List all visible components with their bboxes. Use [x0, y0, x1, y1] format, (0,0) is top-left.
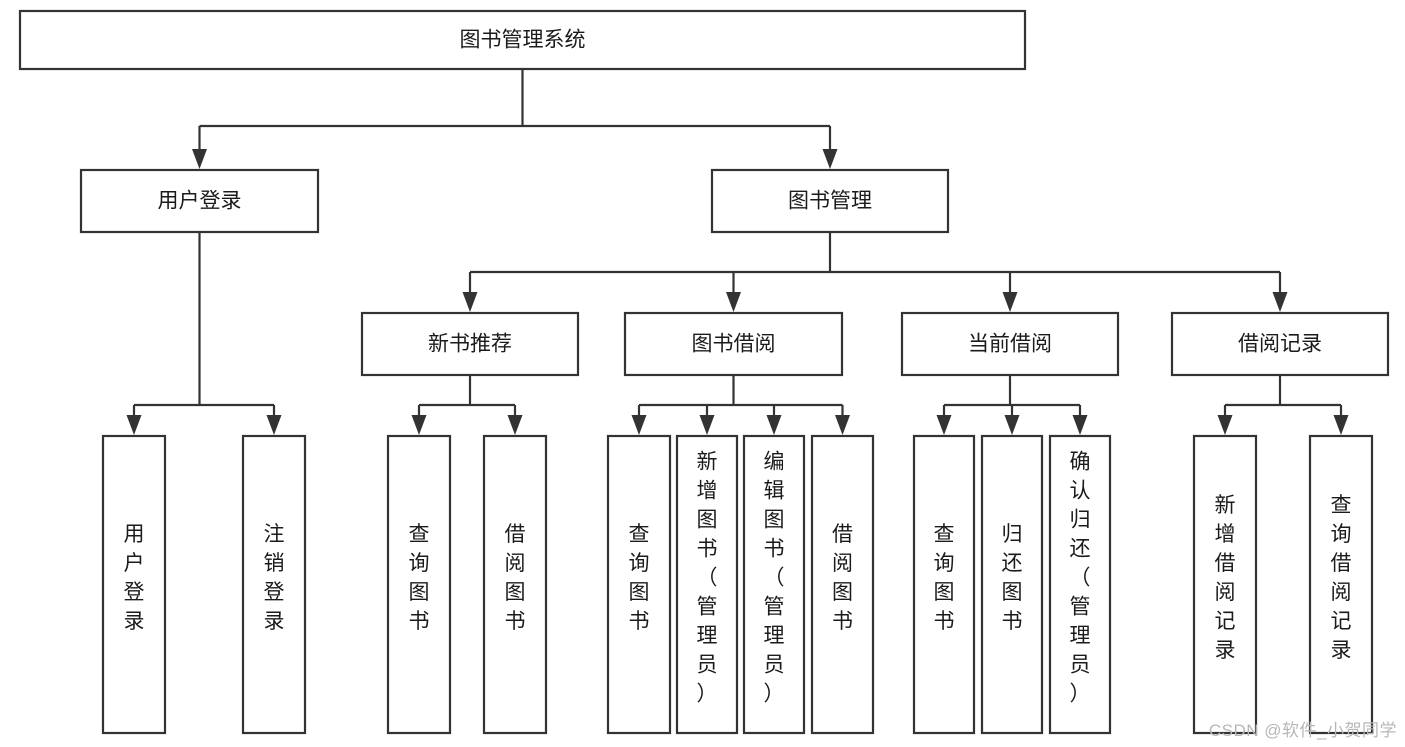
node-box [79, 168, 320, 234]
node-box [241, 434, 307, 735]
node-label: 新书推荐 [428, 333, 512, 356]
node-label: 用户登录 [124, 523, 145, 633]
node-box [912, 434, 976, 735]
node-box [386, 434, 452, 735]
node-new-book-recommend[interactable]: 新书推荐 [360, 311, 580, 377]
node-label: 新增借阅记录 [1215, 494, 1236, 662]
connector-layer [126, 69, 1349, 435]
node-leaf-logout-login[interactable]: 注销登录 [241, 434, 307, 735]
node-book-borrow[interactable]: 图书借阅 [623, 311, 844, 377]
node-box [900, 311, 1120, 377]
node-leaf-query-book-2[interactable]: 查询图书 [606, 434, 672, 735]
node-label: 查询图书 [409, 523, 430, 633]
node-box [980, 434, 1044, 735]
connector-group [126, 232, 282, 435]
connector-group [462, 232, 1288, 312]
node-box [1192, 434, 1258, 735]
node-label: 新增图书（管理员） [697, 451, 718, 706]
connector-group [631, 375, 850, 435]
watermark-label: CSDN @软件_小贺同学 [1208, 721, 1397, 740]
node-label: 查询借阅记录 [1331, 494, 1352, 662]
node-label: 编辑图书（管理员） [764, 451, 785, 706]
node-box [1170, 311, 1390, 377]
node-user-login[interactable]: 用户登录 [79, 168, 320, 234]
node-label: 用户登录 [158, 190, 242, 213]
node-box [710, 168, 950, 234]
node-label: 查询图书 [934, 523, 955, 633]
node-box [623, 311, 844, 377]
node-box [742, 434, 806, 735]
node-leaf-user-login[interactable]: 用户登录 [101, 434, 167, 735]
node-leaf-add-borrow-record[interactable]: 新增借阅记录 [1192, 434, 1258, 735]
node-leaf-confirm-return-admin[interactable]: 确认归还（管理员） [1048, 434, 1112, 735]
connector-group [1217, 375, 1349, 435]
node-label: 图书管理 [788, 190, 872, 213]
node-borrow-record[interactable]: 借阅记录 [1170, 311, 1390, 377]
node-leaf-borrow-book-2[interactable]: 借阅图书 [810, 434, 875, 735]
node-leaf-query-borrow-record[interactable]: 查询借阅记录 [1308, 434, 1374, 735]
node-leaf-query-book-1[interactable]: 查询图书 [386, 434, 452, 735]
node-label: 当前借阅 [968, 333, 1052, 356]
node-box [482, 434, 548, 735]
node-current-borrow[interactable]: 当前借阅 [900, 311, 1120, 377]
node-book-manage[interactable]: 图书管理 [710, 168, 950, 234]
node-root[interactable]: 图书管理系统 [18, 9, 1027, 71]
node-leaf-add-book-admin[interactable]: 新增图书（管理员） [675, 434, 739, 735]
connector-group [936, 375, 1088, 435]
node-box [606, 434, 672, 735]
node-label: 图书借阅 [692, 333, 776, 356]
node-label: 查询图书 [629, 523, 650, 633]
node-leaf-query-book-3[interactable]: 查询图书 [912, 434, 976, 735]
node-box [810, 434, 875, 735]
node-box [1048, 434, 1112, 735]
node-label: 借阅图书 [832, 523, 853, 633]
node-label: 借阅记录 [1238, 333, 1322, 356]
node-label: 图书管理系统 [460, 29, 586, 52]
node-box [18, 9, 1027, 71]
node-box [101, 434, 167, 735]
node-layer: 图书管理系统用户登录图书管理新书推荐图书借阅当前借阅借阅记录用户登录注销登录查询… [18, 9, 1390, 735]
node-box [1308, 434, 1374, 735]
node-box [360, 311, 580, 377]
node-box [675, 434, 739, 735]
node-label: 确认归还（管理员） [1070, 451, 1091, 706]
node-label: 归还图书 [1002, 523, 1023, 633]
node-leaf-edit-book-admin[interactable]: 编辑图书（管理员） [742, 434, 806, 735]
node-label: 注销登录 [264, 523, 285, 633]
node-leaf-borrow-book-1[interactable]: 借阅图书 [482, 434, 548, 735]
node-leaf-return-book[interactable]: 归还图书 [980, 434, 1044, 735]
connector-group [411, 375, 523, 435]
node-label: 借阅图书 [505, 523, 526, 633]
connector-group [192, 69, 838, 169]
